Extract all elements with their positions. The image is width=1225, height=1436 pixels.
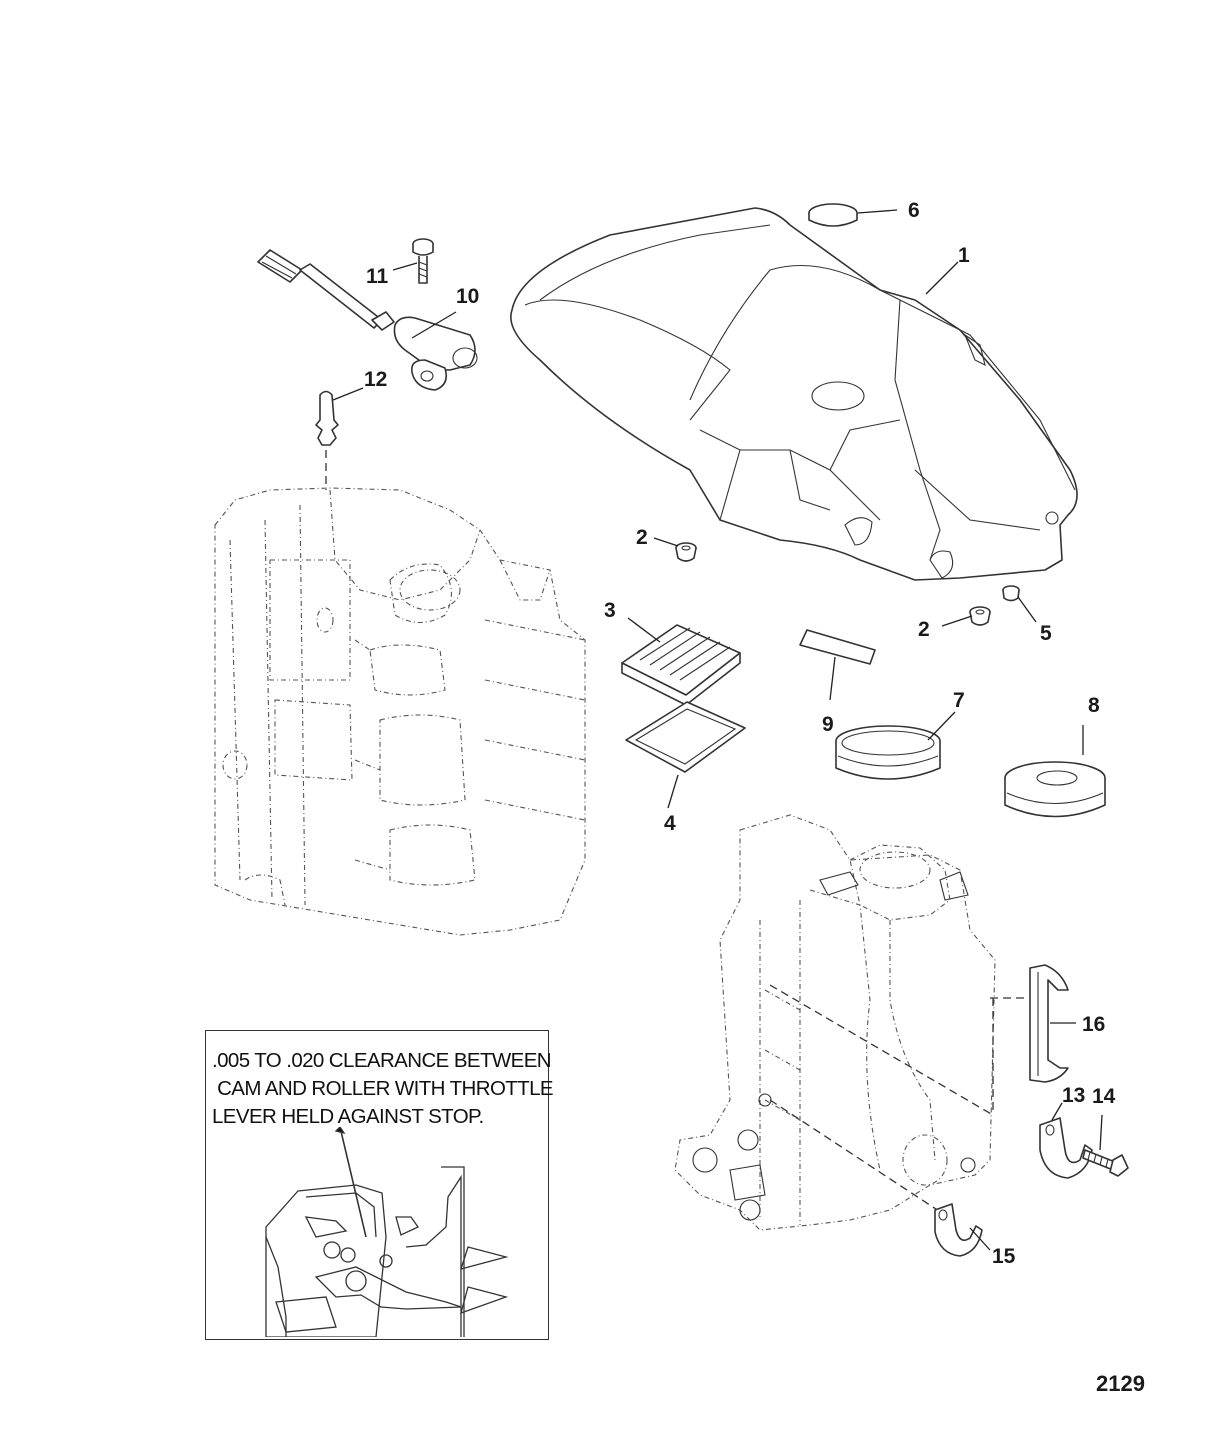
ring-seal: [835, 725, 941, 780]
air-filter: [621, 624, 741, 706]
grommet-lower: [969, 606, 991, 626]
screw: [412, 238, 434, 284]
sensor-assembly: [257, 249, 478, 391]
callout-3: 3: [604, 599, 616, 622]
callout-9: 9: [822, 713, 834, 736]
clamp-lower: [934, 1203, 983, 1257]
callout-8: 8: [1088, 694, 1100, 717]
callout-12: 12: [364, 368, 387, 391]
grommet-upper: [675, 542, 697, 562]
throttle-cam-detail: [265, 1127, 509, 1337]
bolt: [1082, 1149, 1129, 1177]
hose-fitting: [315, 390, 339, 446]
callout-11: 11: [366, 265, 389, 288]
callout-5: 5: [1040, 622, 1052, 645]
callout-6: 6: [908, 199, 920, 222]
callout-14: 14: [1092, 1085, 1116, 1108]
note-line-1: .005 TO .020 CLEARANCE BETWEEN: [212, 1049, 552, 1072]
leader-lines: [332, 209, 1103, 1251]
callout-16: 16: [1082, 1013, 1105, 1036]
callout-4: 4: [664, 812, 676, 835]
silencer-cover: [510, 207, 1078, 581]
mounting-bracket: [1029, 964, 1069, 1083]
clamp-upper: [1039, 1117, 1093, 1179]
note-line-3: LEVER HELD AGAINST STOP.: [212, 1105, 484, 1128]
callout-numbers: 1 2 2 3 4 5 6 7 8 9 10 11 12 13 14 15 16: [364, 199, 1116, 1268]
clearance-note-inset: .005 TO .020 CLEARANCE BETWEEN CAM AND R…: [205, 1030, 554, 1340]
note-line-2: CAM AND ROLLER WITH THROTTLE: [212, 1077, 554, 1100]
callout-10: 10: [456, 285, 479, 308]
plug: [808, 203, 858, 227]
callout-1: 1: [958, 244, 970, 267]
callout-2-lower: 2: [918, 618, 930, 641]
callout-15: 15: [992, 1245, 1016, 1268]
callout-13: 13: [1062, 1084, 1085, 1107]
label-strip: [799, 629, 876, 665]
seal: [1004, 761, 1106, 818]
engine-block: [214, 487, 586, 936]
drawing-number: 2129: [1096, 1371, 1145, 1396]
filter-gasket: [625, 701, 746, 773]
bushing: [1002, 585, 1020, 602]
intake-manifold: [674, 814, 996, 1231]
clearance-note-text: .005 TO .020 CLEARANCE BETWEEN CAM AND R…: [212, 1047, 554, 1131]
callout-7: 7: [953, 689, 965, 712]
callout-2-upper: 2: [636, 526, 648, 549]
